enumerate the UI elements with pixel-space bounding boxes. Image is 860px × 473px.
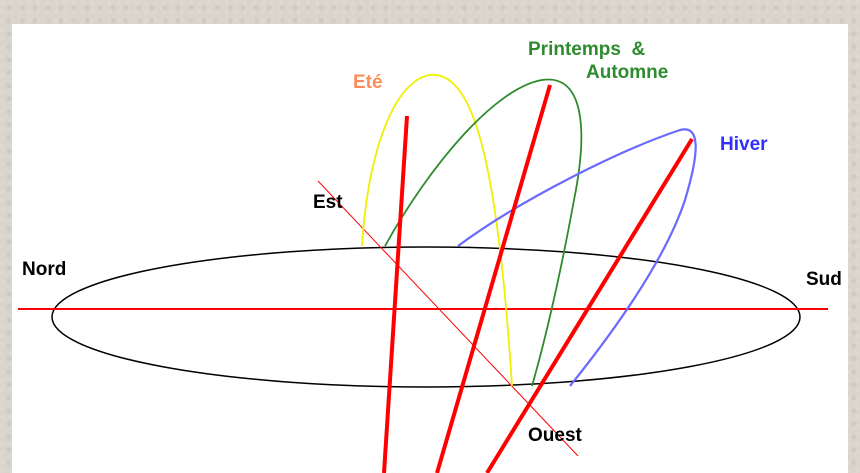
south-label: Sud	[806, 269, 842, 290]
summer-axis-line	[382, 115, 409, 473]
summer-sun-path	[361, 74, 513, 387]
winter-axis-line	[485, 137, 694, 473]
horizon-ellipse	[51, 246, 801, 388]
west-label: Ouest	[528, 425, 582, 446]
equinox-axis-line	[435, 84, 552, 473]
spring-autumn-label-line1: Printemps &	[528, 39, 646, 60]
east-west-line	[317, 180, 579, 457]
north-label: Nord	[22, 259, 67, 280]
spring-autumn-label-line2: Automne	[586, 62, 669, 83]
summer-label: Eté	[353, 72, 383, 93]
winter-sun-path	[457, 128, 697, 387]
winter-label: Hiver	[720, 134, 768, 155]
east-label: Est	[313, 192, 343, 213]
equinox-sun-path	[384, 78, 583, 387]
diagram-panel	[12, 24, 848, 473]
